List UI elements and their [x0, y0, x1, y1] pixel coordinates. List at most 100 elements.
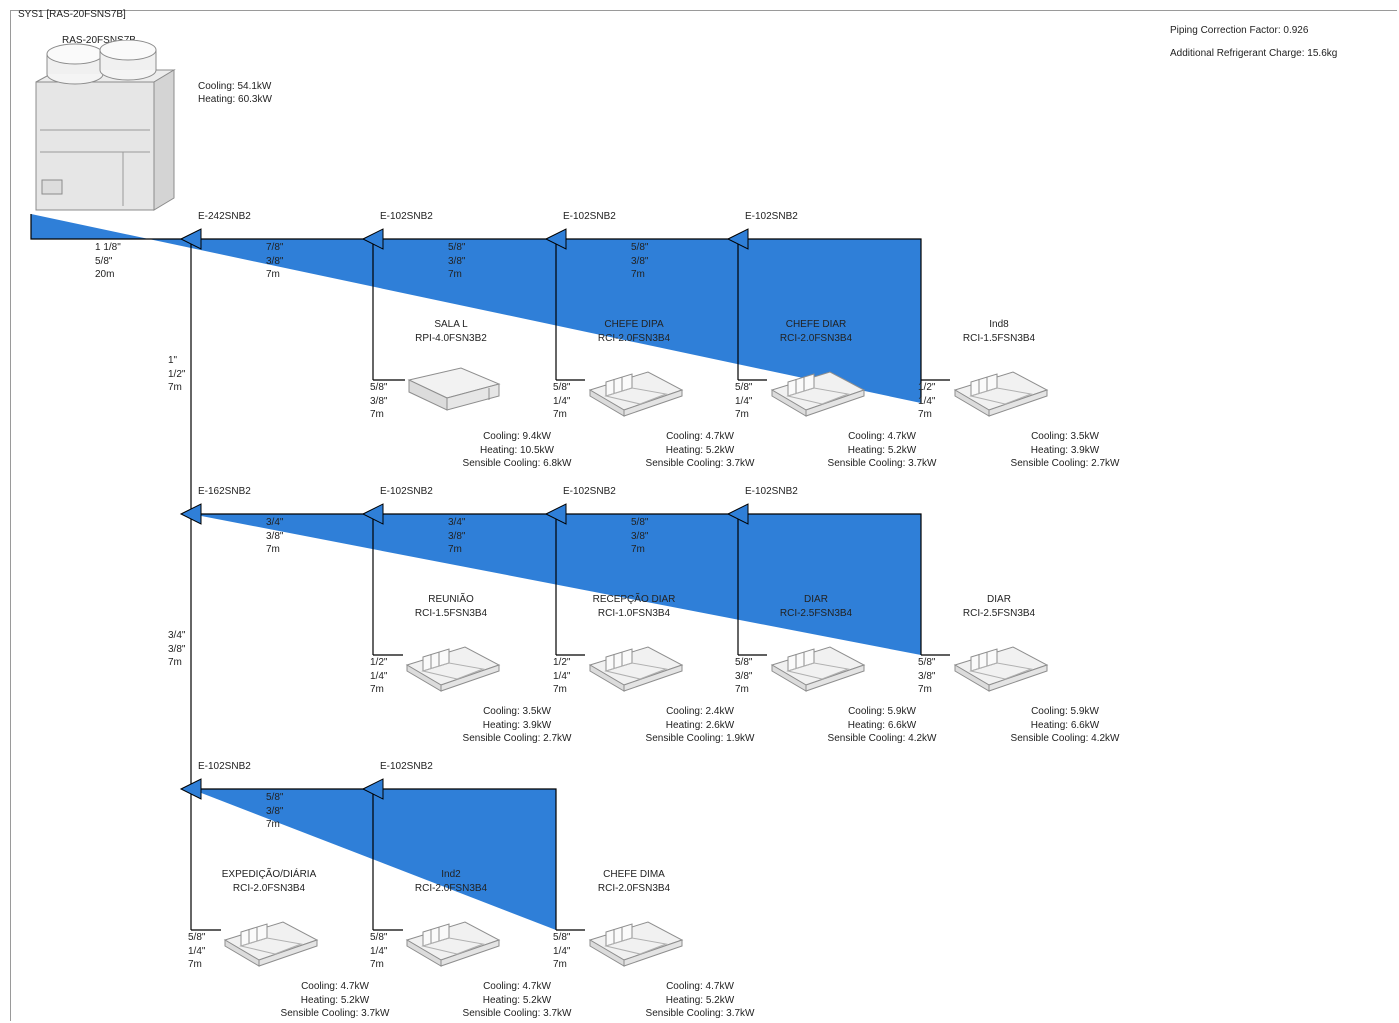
cassette-unit-icon	[403, 914, 503, 975]
indoor-unit-name: DIAR	[804, 594, 828, 605]
indoor-unit-capacity: Cooling: 2.4kW Heating: 2.6kW Sensible C…	[646, 705, 755, 746]
pipe-size-label: 3/4" 3/8" 7m	[266, 517, 284, 555]
indoor-unit-name: CHEFE DIMA	[603, 869, 665, 880]
indoor-unit-name: SALA L	[434, 319, 468, 330]
indoor-sensible-cooling: Sensible Cooling: 2.7kW	[462, 733, 572, 744]
branch-arrow	[361, 503, 384, 525]
unit-pipe-size: 1/2" 1/4" 7m	[918, 382, 936, 420]
unit-pipe-size: 1/2" 1/4" 7m	[370, 657, 388, 695]
branch-label: E-102SNB2	[380, 211, 433, 222]
ducted-unit-icon	[403, 364, 503, 419]
indoor-unit-name: REUNIÃO	[428, 594, 474, 605]
indoor-unit-model: RCI-2.0FSN3B4	[779, 333, 853, 344]
branch-arrow	[179, 778, 202, 800]
cassette-unit-icon	[586, 914, 686, 975]
branch-arrow	[179, 228, 202, 250]
indoor-heating: Heating: 5.2kW	[665, 444, 735, 456]
indoor-sensible-cooling: Sensible Cooling: 3.7kW	[645, 1008, 755, 1019]
indoor-sensible-cooling: Sensible Cooling: 1.9kW	[645, 733, 755, 744]
system-title: SYS1 [RAS-20FSNS7B]	[18, 9, 126, 20]
diagram-frame	[10, 10, 1397, 1021]
indoor-cooling: Cooling: 4.7kW	[666, 981, 734, 992]
indoor-sensible-cooling: Sensible Cooling: 4.2kW	[827, 733, 937, 744]
indoor-cooling: Cooling: 4.7kW	[666, 431, 734, 442]
indoor-unit-name: Ind8	[989, 319, 1009, 330]
indoor-sensible-cooling: Sensible Cooling: 3.7kW	[280, 1008, 390, 1019]
indoor-unit-capacity: Cooling: 4.7kW Heating: 5.2kW Sensible C…	[646, 980, 755, 1021]
unit-pipe-size: 5/8" 3/8" 7m	[918, 657, 936, 695]
piping-correction-factor: Piping Correction Factor: 0.926	[1170, 25, 1309, 36]
indoor-unit-model: RCI-2.5FSN3B4	[779, 608, 853, 619]
branch-arrow	[544, 228, 567, 250]
indoor-unit-name: Ind2	[441, 869, 461, 880]
cassette-unit-icon	[768, 364, 868, 425]
cassette-unit-icon	[951, 364, 1051, 425]
indoor-sensible-cooling: Sensible Cooling: 2.7kW	[1010, 458, 1120, 469]
cassette-unit-icon	[221, 914, 321, 975]
indoor-cooling: Cooling: 4.7kW	[848, 431, 916, 442]
cassette-unit-icon	[403, 639, 503, 700]
indoor-heating: Heating: 3.9kW	[482, 719, 552, 731]
unit-pipe-size: 5/8" 3/8" 7m	[735, 657, 753, 695]
pipe-row1-main	[30, 214, 922, 403]
cassette-unit-icon	[768, 639, 868, 700]
branch-arrow	[361, 778, 384, 800]
branch-label: E-102SNB2	[380, 761, 433, 772]
indoor-cooling: Cooling: 5.9kW	[1031, 706, 1099, 717]
indoor-sensible-cooling: Sensible Cooling: 3.7kW	[462, 1008, 572, 1019]
indoor-heating: Heating: 5.2kW	[300, 994, 370, 1006]
additional-refrigerant-charge: Additional Refrigerant Charge: 15.6kg	[1170, 48, 1338, 59]
indoor-unit-model: RCI-2.0FSN3B4	[597, 883, 671, 894]
branch-arrow	[726, 228, 749, 250]
indoor-unit-capacity: Cooling: 4.7kW Heating: 5.2kW Sensible C…	[281, 980, 390, 1021]
indoor-unit-model: RCI-2.0FSN3B4	[232, 883, 306, 894]
indoor-unit-capacity: Cooling: 3.5kW Heating: 3.9kW Sensible C…	[463, 705, 572, 746]
indoor-cooling: Cooling: 3.5kW	[483, 706, 551, 717]
branch-label: E-102SNB2	[380, 486, 433, 497]
cassette-unit-icon	[586, 364, 686, 425]
pipe-size-label: 3/4" 3/8" 7m	[168, 630, 186, 668]
indoor-unit-model: RCI-1.5FSN3B4	[414, 608, 488, 619]
unit-pipe-size: 5/8" 1/4" 7m	[553, 382, 571, 420]
outdoor-capacity: Cooling: 54.1kW Heating: 60.3kW	[198, 80, 272, 106]
indoor-heating: Heating: 5.2kW	[482, 994, 552, 1006]
indoor-unit-capacity: Cooling: 4.7kW Heating: 5.2kW Sensible C…	[646, 430, 755, 471]
branch-label: E-242SNB2	[198, 211, 251, 222]
branch-arrow	[726, 503, 749, 525]
indoor-heating: Heating: 5.2kW	[665, 994, 735, 1006]
pipe-size-label: 1 1/8" 5/8" 20m	[95, 242, 121, 280]
indoor-unit-model: RCI-1.0FSN3B4	[597, 608, 671, 619]
unit-pipe-size: 5/8" 3/8" 7m	[370, 382, 388, 420]
indoor-unit-model: RCI-2.5FSN3B4	[962, 608, 1036, 619]
branch-arrow	[361, 228, 384, 250]
indoor-heating: Heating: 6.6kW	[1030, 719, 1100, 731]
unit-pipe-size: 5/8" 1/4" 7m	[188, 932, 206, 970]
indoor-unit-name: RECEPÇÃO DIAR	[592, 594, 676, 605]
cassette-unit-icon	[951, 639, 1051, 700]
branch-arrow	[179, 503, 202, 525]
indoor-sensible-cooling: Sensible Cooling: 3.7kW	[645, 458, 755, 469]
unit-pipe-size: 1/2" 1/4" 7m	[553, 657, 571, 695]
branch-label: E-162SNB2	[198, 486, 251, 497]
unit-pipe-size: 5/8" 1/4" 7m	[735, 382, 753, 420]
unit-pipe-size: 5/8" 1/4" 7m	[370, 932, 388, 970]
pipe-size-label: 5/8" 3/8" 7m	[631, 242, 649, 280]
indoor-unit-model: RCI-2.0FSN3B4	[597, 333, 671, 344]
pipe-size-label: 5/8" 3/8" 7m	[266, 792, 284, 830]
indoor-sensible-cooling: Sensible Cooling: 4.2kW	[1010, 733, 1120, 744]
indoor-cooling: Cooling: 3.5kW	[1031, 431, 1099, 442]
indoor-unit-capacity: Cooling: 4.7kW Heating: 5.2kW Sensible C…	[463, 980, 572, 1021]
branch-arrow	[544, 503, 567, 525]
indoor-unit-model: RCI-1.5FSN3B4	[962, 333, 1036, 344]
branch-label: E-102SNB2	[745, 211, 798, 222]
branch-label: E-102SNB2	[563, 211, 616, 222]
indoor-heating: Heating: 3.9kW	[1030, 444, 1100, 456]
indoor-heating: Heating: 6.6kW	[847, 719, 917, 731]
pipe-size-label: 5/8" 3/8" 7m	[631, 517, 649, 555]
outdoor-unit-icon	[35, 40, 176, 211]
indoor-cooling: Cooling: 4.7kW	[483, 981, 551, 992]
indoor-cooling: Cooling: 9.4kW	[483, 431, 551, 442]
indoor-unit-capacity: Cooling: 4.7kW Heating: 5.2kW Sensible C…	[828, 430, 937, 471]
